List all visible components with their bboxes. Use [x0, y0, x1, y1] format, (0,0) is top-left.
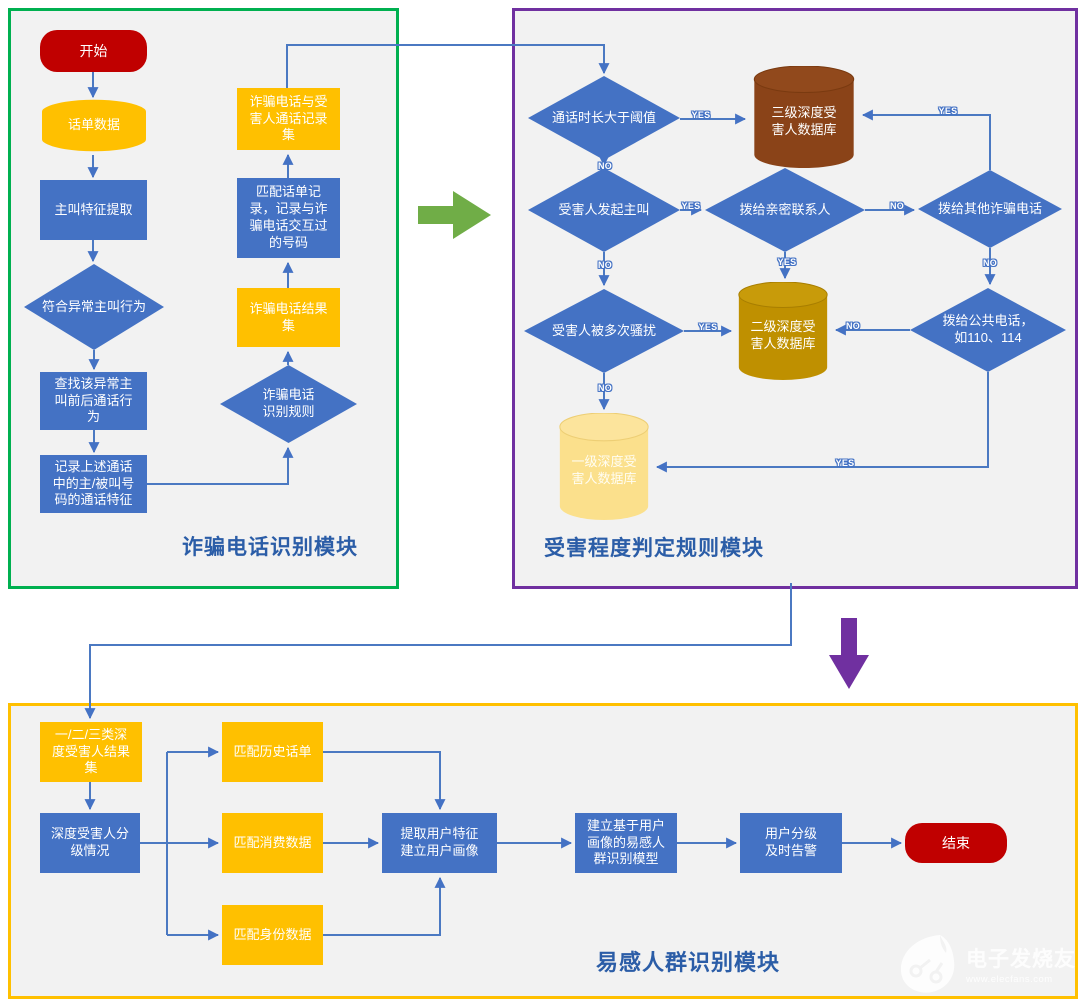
edge-m1-to-m2: [286, 44, 610, 88]
node-victim-grading: 深度受害人分 级情况: [40, 813, 140, 873]
node-build-model: 建立基于用户 画像的易感人 群识别模型: [575, 813, 677, 873]
watermark-name: 电子发烧友: [966, 948, 1076, 971]
node-label: 二级深度受 害人数据库: [750, 318, 816, 351]
node-label: 三级深度受 害人数据库: [771, 104, 837, 137]
node-label: 诈骗电话 识别规则: [262, 387, 315, 419]
edge-label-yes: YES: [777, 257, 797, 267]
node-label: 诈骗电话结果 集: [249, 300, 328, 333]
cylinder-shape: [753, 66, 855, 168]
node-label: 深度受害人分 级情况: [50, 826, 129, 858]
node-match-history-records: 匹配历史话单: [222, 722, 323, 782]
module-fraud-identification-title: 诈骗电话识别模块: [182, 536, 358, 559]
node-label: 查找该异常主 叫前后通话行 为: [54, 375, 133, 425]
edge: [147, 446, 294, 485]
node-label: 拨给公共电话， 如110、114: [942, 313, 1034, 345]
edge-label-yes: YES: [691, 110, 711, 120]
node-label: 匹配身份数据: [233, 926, 312, 942]
node-label: 匹配消费数据: [233, 834, 312, 850]
node-label: 提取用户特征 建立用户画像: [400, 826, 479, 858]
edge-label-yes: YES: [681, 201, 701, 211]
node-label: 拨给其他诈骗电话: [937, 200, 1042, 216]
node-lookup-adjacent-calls: 查找该异常主 叫前后通话行 为: [40, 372, 147, 430]
edge: [861, 109, 991, 170]
edge-label-yes: YES: [835, 458, 855, 468]
node-label: 开始: [79, 42, 108, 59]
node-label: 话单数据: [67, 117, 120, 133]
green-right-arrow: [418, 191, 491, 239]
cylinder-shape: [738, 282, 828, 380]
watermark-url: www.elecfans.com: [966, 974, 1053, 985]
node-fraud-victim-call-records: 诈骗电话与受 害人通话记录 集: [237, 88, 340, 150]
node-victim-result-set: 一/二/三类深 度受害人结果 集: [40, 722, 142, 782]
edge: [323, 751, 446, 811]
edge-label-yes: YES: [698, 322, 718, 332]
node-label: 一级深度受 害人数据库: [571, 454, 637, 486]
node-match-call-records: 匹配话单记 录，记录与诈 骗电话交互过 的号码: [237, 178, 340, 258]
node-db-level1: 一级深度受 害人数据库: [556, 413, 652, 520]
edge-label-no: NO: [597, 161, 613, 171]
edge-label-no: NO: [845, 321, 861, 331]
cylinder-shape: [559, 413, 649, 520]
edge-m2-to-m3: [84, 583, 792, 720]
edge-label-yes: YES: [938, 106, 958, 116]
node-caller-feature-extraction: 主叫特征提取: [40, 180, 147, 240]
edge-label-no: NO: [597, 383, 613, 393]
node-start: 开始: [40, 30, 147, 72]
module-susceptible-identification-title: 易感人群识别模块: [596, 950, 781, 975]
node-label: 主叫特征提取: [54, 201, 133, 217]
node-call-data: 话单数据: [40, 98, 148, 153]
edge-label-no: NO: [889, 201, 905, 211]
edge: [655, 372, 989, 473]
node-match-identity-data: 匹配身份数据: [222, 905, 323, 965]
node-label: 诈骗电话与受 害人通话记录 集: [249, 93, 328, 143]
elecfans-logo-icon: [900, 935, 955, 993]
edge-label-no: NO: [982, 258, 998, 268]
node-label: 拨给亲密联系人: [739, 201, 831, 217]
edge-label-no: NO: [597, 260, 613, 270]
node-extract-user-features: 提取用户特征 建立用户画像: [382, 813, 497, 873]
node-user-grading-alert: 用户分级 及时告警: [740, 813, 842, 873]
module-victim-degree-rules-title: 受害程度判定规则模块: [544, 537, 764, 560]
node-label: 匹配话单记 录，记录与诈 骗电话交互过 的号码: [249, 184, 328, 250]
node-label: 记录上述通话 中的主/被叫号 码的通话特征: [52, 458, 135, 508]
node-label: 用户分级 及时告警: [764, 826, 817, 858]
node-label: 受害人发起主叫: [558, 201, 650, 217]
node-label: 一/二/三类深 度受害人结果 集: [51, 726, 130, 776]
purple-down-arrow: [829, 618, 869, 689]
node-end: 结束: [905, 823, 1007, 863]
node-fraud-result-set: 诈骗电话结果 集: [237, 288, 340, 347]
node-label: 建立基于用户 画像的易感人 群识别模型: [586, 817, 665, 867]
node-label: 匹配历史话单: [233, 743, 312, 759]
node-label: 符合异常主叫行为: [41, 298, 146, 314]
node-match-consumption-data: 匹配消费数据: [222, 813, 323, 873]
node-label: 受害人被多次骚扰: [551, 322, 656, 338]
drum-shape: [42, 99, 146, 152]
edge: [323, 876, 446, 936]
node-label: 结束: [942, 834, 970, 851]
watermark: 电子发烧友 www.elecfans.com: [896, 933, 1076, 995]
node-label: 通话时长大于阈值: [551, 109, 656, 125]
node-db-level2: 二级深度受 害人数据库: [735, 282, 831, 380]
node-db-level3: 三级深度受 害人数据库: [750, 66, 858, 168]
node-record-call-features: 记录上述通话 中的主/被叫号 码的通话特征: [40, 455, 147, 513]
